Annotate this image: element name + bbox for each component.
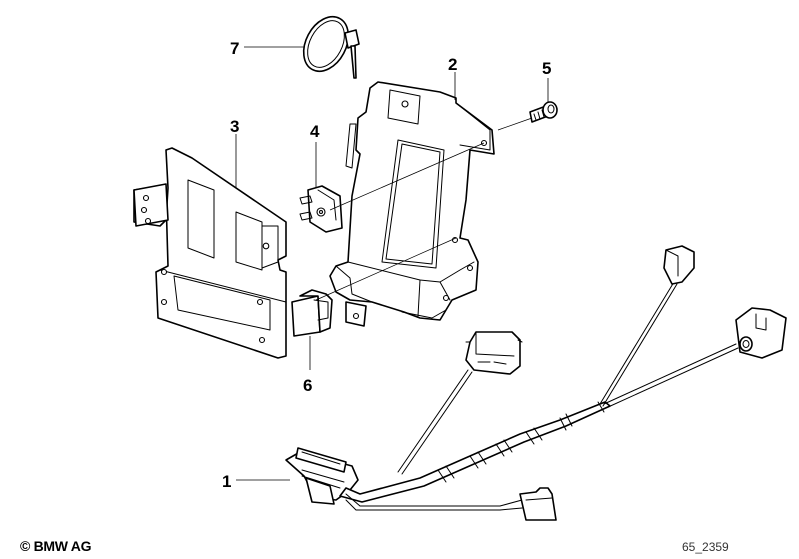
part-3-mounting-plate[interactable] xyxy=(133,147,287,359)
callout-label-1: 1 xyxy=(222,472,231,491)
drawing-number: 65_2359 xyxy=(682,540,729,554)
part-7-cable-tie[interactable] xyxy=(295,9,360,79)
copyright-label: © BMW AG xyxy=(20,538,92,554)
callout-7[interactable]: 7 xyxy=(230,39,304,58)
callout-label-5: 5 xyxy=(542,59,551,78)
part-5-screw[interactable] xyxy=(529,101,558,123)
callout-label-2: 2 xyxy=(448,55,457,74)
part-2-holder-bracket[interactable] xyxy=(329,81,495,327)
callout-label-6: 6 xyxy=(303,376,312,395)
callout-label-7: 7 xyxy=(230,39,239,58)
callout-2[interactable]: 2 xyxy=(448,55,457,100)
callout-6[interactable]: 6 xyxy=(303,336,312,395)
callout-label-4: 4 xyxy=(310,122,320,141)
callout-label-3: 3 xyxy=(230,117,239,136)
callout-1[interactable]: 1 xyxy=(222,472,290,491)
callout-3[interactable]: 3 xyxy=(230,117,239,188)
part-1-wiring-harness[interactable] xyxy=(285,245,787,521)
assembly-lines xyxy=(315,117,533,301)
part-6-clip[interactable] xyxy=(291,289,333,337)
callout-4[interactable]: 4 xyxy=(310,122,320,188)
part-4-spring-nut[interactable] xyxy=(299,185,343,233)
callout-5[interactable]: 5 xyxy=(542,59,551,102)
